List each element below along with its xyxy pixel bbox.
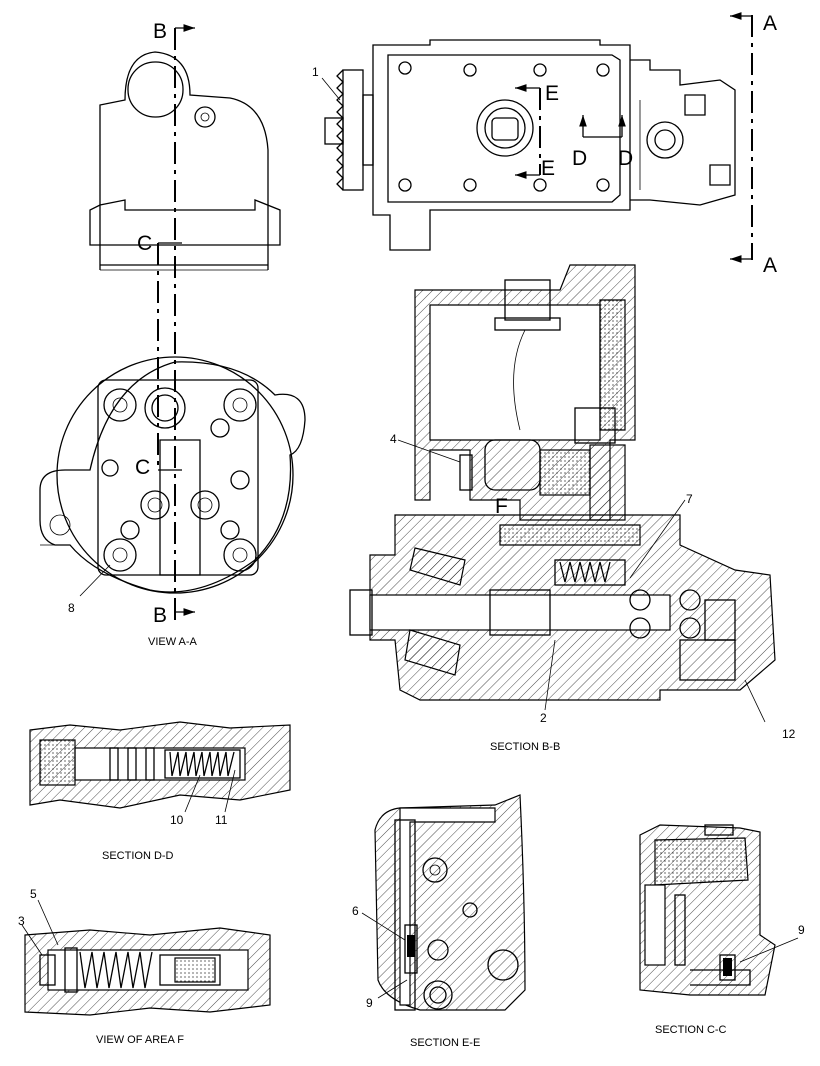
caption-section-e-e: SECTION E-E (410, 1037, 480, 1049)
callout-7: 7 (686, 492, 693, 506)
marker-b-bottom: B (153, 604, 167, 627)
callout-3: 3 (18, 914, 25, 928)
callout-11: 11 (215, 813, 228, 827)
marker-e-bottom: E (541, 157, 555, 180)
view-a-a (39, 356, 306, 594)
callout-1: 1 (312, 65, 319, 79)
marker-c-bottom: C (135, 456, 150, 479)
caption-section-c-c: SECTION C-C (655, 1024, 727, 1036)
callout-5: 5 (30, 887, 37, 901)
callout-2: 2 (540, 711, 547, 725)
marker-d-right: D (618, 147, 633, 170)
section-b-b (349, 264, 776, 701)
section-c-c (639, 824, 776, 996)
callout-8: 8 (68, 601, 75, 615)
callout-9-c: 9 (798, 923, 805, 937)
callout-10: 10 (170, 813, 184, 827)
section-e-e (374, 794, 526, 1011)
caption-section-d-d: SECTION D-D (102, 850, 174, 862)
caption-view-of-area-f: VIEW OF AREA F (96, 1034, 184, 1046)
marker-e-top: E (545, 82, 559, 105)
callout-9-e: 9 (366, 996, 373, 1010)
caption-view-a-a: VIEW A-A (148, 636, 198, 648)
section-d-d (29, 721, 291, 809)
callout-12: 12 (782, 727, 796, 741)
callout-4: 4 (390, 432, 397, 446)
marker-d-left: D (572, 147, 587, 170)
view-of-area-f (24, 927, 271, 1016)
marker-a-bottom: A (763, 254, 777, 277)
callout-6: 6 (352, 904, 359, 918)
marker-f: F (495, 495, 508, 518)
caption-section-b-b: SECTION B-B (490, 741, 560, 753)
marker-a-top: A (763, 12, 777, 35)
upper-left-view (89, 51, 281, 271)
pump-top-view (324, 39, 736, 251)
marker-b-top: B (153, 20, 167, 43)
marker-c-top: C (137, 232, 152, 255)
